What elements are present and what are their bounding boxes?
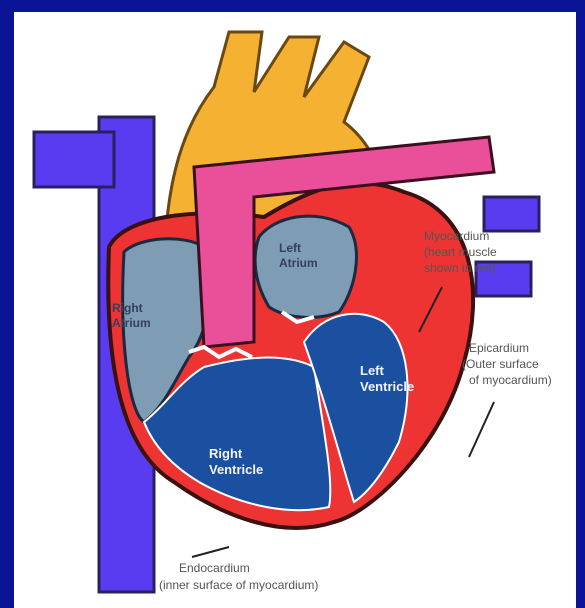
left-atrium-label-2: Atrium: [279, 256, 318, 270]
left-ventricle-label-1: Left: [360, 363, 385, 378]
myocardium-label-3: shown in red): [424, 261, 496, 275]
heart-diagram: Right Atrium Left Atrium Right Ventricle…: [14, 12, 576, 608]
myocardium-label-2: (heart muscle: [424, 245, 497, 259]
right-atrium-label-1: Right: [112, 301, 143, 315]
right-atrium-label-2: Atrium: [112, 316, 151, 330]
left-atrium-label-1: Left: [279, 241, 301, 255]
epicardium-label-3: of myocardium): [469, 373, 552, 387]
endocardium-label-1: Endocardium: [179, 561, 250, 575]
endocardium-label-2: (inner surface of myocardium): [159, 578, 318, 592]
left-ventricle-label-2: Ventricle: [360, 379, 414, 394]
diagram-frame: Right Atrium Left Atrium Right Ventricle…: [14, 12, 576, 608]
myocardium-label-1: Myocardium: [424, 229, 489, 243]
right-ventricle-label-1: Right: [209, 446, 243, 461]
epicardium-label-2: (Outer surface: [462, 357, 539, 371]
right-ventricle-label-2: Ventricle: [209, 462, 263, 477]
epicardium-label-1: Epicardium: [469, 341, 529, 355]
